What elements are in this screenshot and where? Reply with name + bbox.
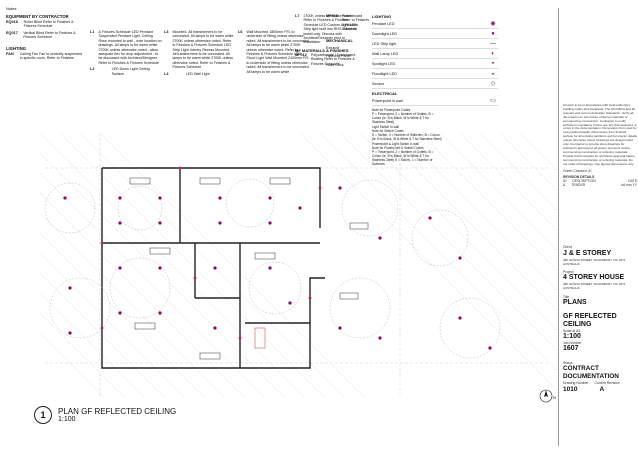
revision-heading: REVISION DETAILS: [563, 174, 595, 179]
client-address: 380 GOSCH STREET THORNBURY VIC 3071 AUST…: [563, 257, 626, 266]
lighting-heading: LIGHTING: [6, 45, 27, 51]
status-label: Status: [563, 361, 573, 366]
legend-item: LED Strip light—: [372, 39, 498, 49]
lighting-legend: LIGHTING Pendant LED◉ Downlight LED● LED…: [372, 14, 498, 166]
client-name: J & E STOREY: [563, 249, 612, 257]
title-line-1: PLANS: [563, 298, 587, 306]
mechanical-heading: MECHANICAL: [326, 37, 353, 43]
title-label: Title: [563, 294, 570, 299]
lighting-item: L3 Mounted. All transformers to be conce…: [164, 30, 234, 70]
lighting-item: L7 2700K unless otherwise noted. Refer t…: [295, 14, 357, 45]
reflected-ceiling-plan: [40, 132, 560, 399]
scale-label: Scale at A3: [563, 328, 581, 333]
lighting-item: L1 & Fixtures Schedule LED Pendant Suspe…: [90, 30, 162, 65]
wall-lamp-icon: ◐: [491, 50, 495, 57]
notes-col-5: L7 2700K unless otherwise noted. Refer t…: [295, 14, 359, 68]
legend-item: Powerpoint in wall▭: [372, 96, 498, 106]
plan-number: 1: [34, 406, 52, 424]
plan-scale: 1:100: [58, 416, 76, 423]
notes-col-7: MF018 Plasterboard Refer to Finishes & F…: [326, 14, 370, 67]
north-label: N: [553, 395, 556, 400]
title-block: All work to be in accordance with local …: [558, 8, 637, 446]
project-name: 4 STOREY HOUSE: [563, 274, 625, 282]
notes-col-2: L1 & Fixtures Schedule LED Pendant Suspe…: [90, 30, 162, 78]
legend-item: Pendant LED◉: [372, 19, 498, 29]
legend-heading: LIGHTING: [372, 14, 392, 19]
sensor-icon: ◇: [490, 81, 496, 87]
finishes-item: MF012 Polycarbonate / Translucent Roofin…: [295, 52, 356, 66]
job-number: 1607: [563, 345, 579, 353]
finishes-heading: MF MATERIALS & FINISHES: [295, 47, 349, 53]
notes-col-1: EQUIPMENT BY CONTRACTOR EQ018 Roller Bli…: [6, 14, 84, 62]
revision-row: A TENDER dd.mm.YY: [563, 183, 637, 188]
equipment-item: EQ017 Vertical Blind Refer to Finishes &…: [6, 30, 76, 40]
electrical-heading: ELECTRICAL: [372, 91, 398, 96]
downlight-icon: ●: [491, 30, 495, 37]
lighting-item: FAN Ceiling Fan Fan to centrally suspend…: [6, 51, 83, 61]
legend-item: Floodlight LED◒: [372, 69, 498, 79]
mechanical-item-exhaust: Exhaust: [326, 45, 339, 50]
notes-title: Notes: [6, 6, 17, 11]
equipment-heading: EQUIPMENT BY CONTRACTOR: [6, 14, 69, 19]
general-notes: All work to be in accordance with local …: [563, 103, 637, 166]
notes-col-3: L3 Mounted. All transformers to be conce…: [164, 30, 234, 78]
mechanical-item-hydronic: Hydronic Panel: [326, 54, 351, 59]
revision-value: A: [599, 385, 605, 393]
legend-item: Spotlight LED◓: [372, 59, 498, 69]
strip-icon: —: [490, 40, 496, 47]
lighting-item: L4 LED Wall Light: [164, 71, 210, 76]
title-line-2: GF REFLECTED CEILING: [563, 312, 617, 328]
equipment-item: EQ018 Roller Blind Refer to Finishes & F…: [6, 20, 74, 29]
legend-notes: Note for Powerpoint Codes P = Powerpoint…: [372, 108, 442, 166]
lighting-item: L6 Wall Mounted 1800mm FFL to underside …: [238, 30, 310, 74]
scale-value: 1:100: [563, 332, 581, 340]
plan-title-text: PLAN GF REFLECTED CEILING: [58, 407, 177, 416]
notes-section: EQUIPMENT BY CONTRACTOR EQ018 Roller Bli…: [6, 10, 310, 130]
legend-item: Sensor◇: [372, 79, 498, 89]
notes-col-4: L6 Wall Mounted 1800mm FFL to underside …: [238, 30, 310, 76]
mechanical-item-hose: Hose Cock: [326, 62, 344, 67]
pendant-icon: ◉: [490, 21, 496, 27]
status-legend: Green Checked JC: [563, 168, 592, 173]
legend-item: Downlight LED●: [372, 29, 498, 39]
project-address: 380 GOSCH STREET THORNBURY VIC 3071 AUST…: [563, 282, 626, 291]
job-label: Job Number: [563, 340, 582, 345]
powerpoint-icon: ▭: [490, 98, 496, 104]
revision-header-row: ID DESCRIPTION DATE: [563, 178, 637, 183]
lighting-item: L2 LED Down Light Ceiling Surface: [90, 67, 150, 76]
floodlight-icon: ◒: [491, 70, 495, 77]
drawing-values: 1010 A: [563, 386, 637, 394]
spotlight-icon: ◓: [491, 60, 495, 67]
status-value: CONTRACT DOCUMENTATION: [563, 365, 619, 381]
drawing-labels: Drawing Number Current Revision: [563, 381, 620, 386]
legend-item: Wall Lamp LED◐: [372, 49, 498, 59]
finishes-item: MF018 Plasterboard Refer to Finishes & F…: [326, 14, 369, 32]
drawing-number: 1010: [563, 385, 578, 393]
plan-title: 1 PLAN GF REFLECTED CEILING 1:100: [34, 406, 176, 424]
client-label: Client: [563, 245, 572, 250]
north-arrow-icon: [539, 389, 553, 403]
project-label: Project: [563, 269, 574, 274]
